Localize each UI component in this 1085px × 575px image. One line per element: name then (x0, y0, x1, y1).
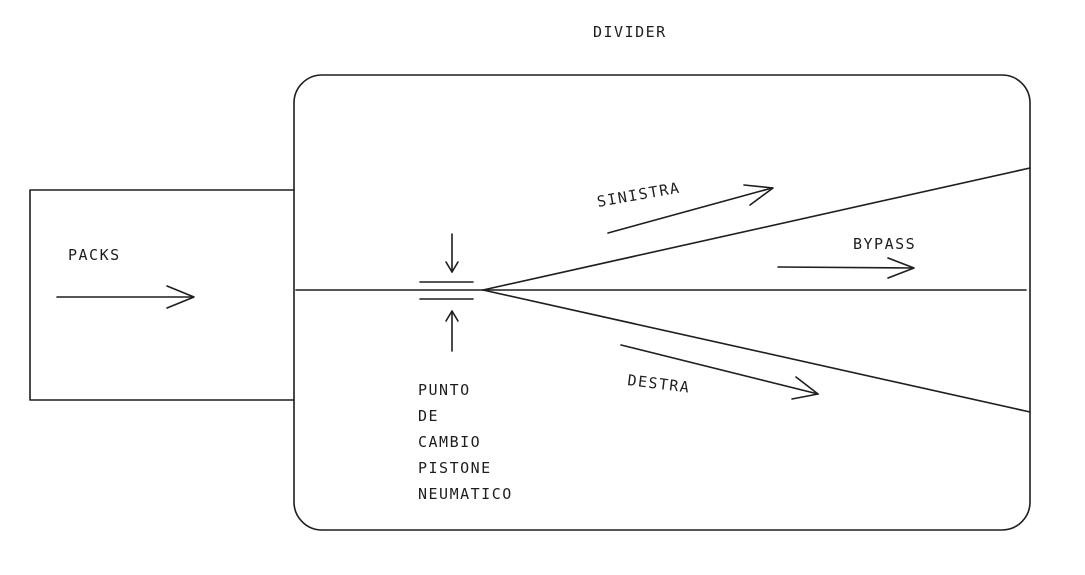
packs-flow-arrow (56, 285, 195, 309)
diagram-title: DIVIDER (593, 23, 667, 41)
bypass-arrow (777, 257, 915, 279)
sinistra-arrow (607, 184, 774, 234)
destra-arrow (620, 344, 819, 400)
destra-label: DESTRA (627, 371, 692, 397)
packs-label: PACKS (68, 246, 121, 264)
caption-line: CAMBIO (418, 433, 481, 451)
switch-point-caption: PUNTO DE CAMBIO PISTONE NEUMATICO (418, 381, 513, 503)
caption-line: PISTONE (418, 459, 492, 477)
bypass-label: BYPASS (853, 235, 916, 253)
caption-line: NEUMATICO (418, 485, 513, 503)
caption-line: DE (418, 407, 439, 425)
divider-body (293, 74, 1031, 531)
right-guide-line (482, 289, 1031, 413)
left-guide-line (482, 167, 1031, 291)
sinistra-label: SINISTRA (596, 179, 682, 211)
switch-point-piston (419, 233, 474, 352)
input-chute (29, 189, 295, 401)
caption-line: PUNTO (418, 381, 471, 399)
